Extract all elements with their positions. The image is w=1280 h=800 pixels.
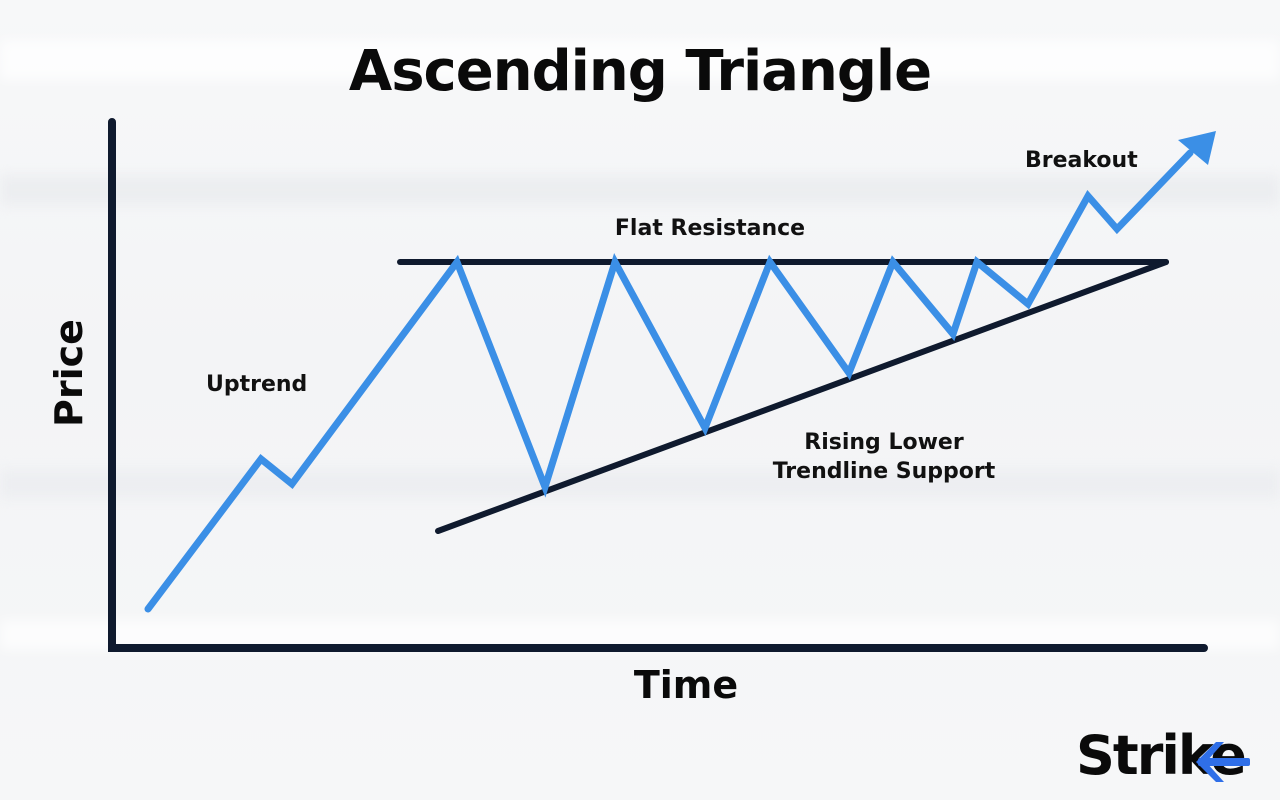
chart-axes bbox=[108, 118, 1208, 652]
price-path-line bbox=[144, 149, 1194, 613]
strike-logo: Strike bbox=[1076, 724, 1250, 787]
background-band bbox=[0, 40, 1280, 80]
background-band bbox=[0, 470, 1280, 498]
rising-support-trendline bbox=[435, 259, 1169, 534]
logo-arrow-icon bbox=[1196, 742, 1250, 782]
x-axis-label: Time bbox=[634, 663, 738, 707]
breakout-label: Breakout bbox=[1025, 148, 1138, 173]
background-band bbox=[0, 175, 1280, 205]
rising-support-label-line1: Rising Lower bbox=[804, 430, 964, 455]
diagram-title: Ascending Triangle bbox=[349, 39, 931, 104]
uptrend-label: Uptrend bbox=[206, 372, 307, 397]
y-axis-label: Price bbox=[47, 319, 91, 427]
flat-resistance-label: Flat Resistance bbox=[615, 216, 805, 241]
rising-support-label-line2: Trendline Support bbox=[773, 459, 996, 484]
breakout-arrow-icon bbox=[1178, 131, 1216, 165]
